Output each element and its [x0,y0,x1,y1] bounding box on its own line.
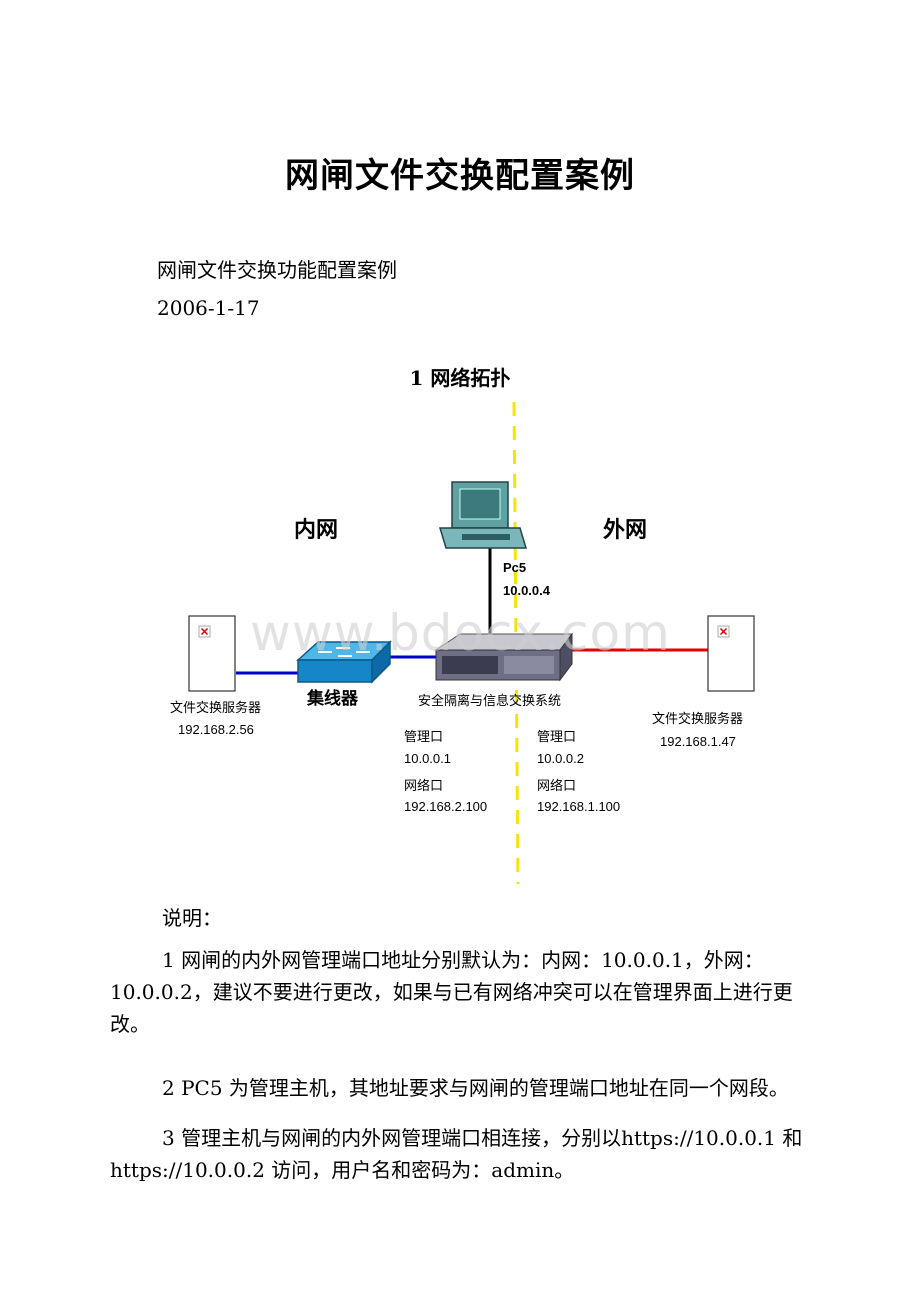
left-server-label: 文件交换服务器 [170,701,262,716]
note-paragraph-3: 3 管理主机与网闸的内外网管理端口相连接，分别以https://10.0.0.1… [110,1126,803,1182]
outer-mgmt-ip: 10.0.0.2 [537,751,584,766]
subtitle: 网闸文件交换功能配置案例 [157,258,397,282]
outer-net-ip: 192.168.1.100 [537,799,621,814]
zone-inner-label: 内网 [294,517,339,543]
inner-net-ip: 192.168.2.100 [404,799,488,814]
watermark: www.bdocx.com [250,604,671,662]
hub-label: 集线器 [307,689,358,709]
document-title: 网闸文件交换配置案例 [285,156,635,196]
gateway-device-icon [434,632,573,682]
inner-mgmt-ip: 10.0.0.1 [404,751,451,766]
notes-heading: 说明： [162,906,222,930]
inner-net-label: 网络口 [404,779,444,794]
gateway-label: 安全隔离与信息交换系统 [418,694,562,709]
pc-icon [438,481,528,549]
hub-icon [296,640,392,684]
outer-net-label: 网络口 [537,779,577,794]
outer-mgmt-label: 管理口 [537,730,577,745]
left-server-icon [188,615,236,692]
date: 2006-1-17 [157,296,260,320]
left-server-ip: 192.168.2.56 [178,722,254,737]
network-topology-diagram [188,401,755,885]
pc-name: Pc5 [503,560,527,575]
zone-outer-label: 外网 [603,517,648,543]
inner-mgmt-label: 管理口 [404,730,444,745]
right-server-icon [707,615,755,692]
note-paragraph-2: 2 PC5 为管理主机，其地址要求与网闸的管理端口地址在同一个网段。 [162,1076,789,1100]
right-server-ip: 192.168.1.47 [660,734,736,749]
section-title: 1 网络拓扑 [409,366,511,390]
note-paragraph-1: 1 网闸的内外网管理端口地址分别默认为：内网：10.0.0.1，外网：10.0.… [110,948,793,1036]
pc-ip: 10.0.0.4 [503,583,550,598]
right-server-label: 文件交换服务器 [652,712,744,727]
